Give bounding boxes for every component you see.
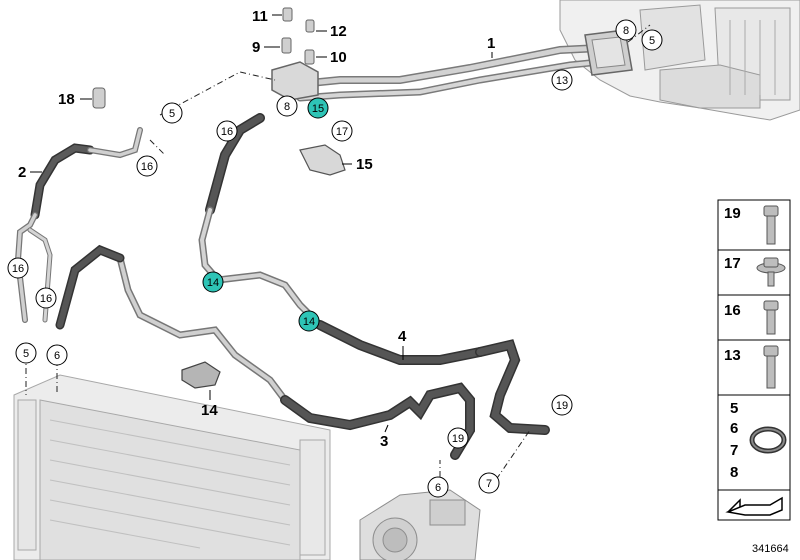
bracket-14 (181, 361, 221, 389)
callout-17: 17 (336, 126, 348, 138)
label-3: 3 (380, 433, 388, 450)
valve-core-parts (281, 7, 315, 65)
bolt-19-icon (763, 205, 779, 245)
callout-16-center: 16 (221, 126, 233, 138)
callout-8-mid: 8 (284, 101, 290, 113)
callout-16-far-left: 16 (12, 263, 24, 275)
callout-14-upper: 14 (207, 277, 219, 289)
label-12: 12 (330, 23, 347, 40)
callout-13: 13 (556, 75, 568, 87)
callout-6-compressor: 6 (435, 482, 441, 494)
hose-2 (14, 127, 143, 323)
expansion-valve-block (584, 29, 633, 76)
bolt-13-icon (763, 345, 779, 389)
part-number-labels: 1 2 3 4 9 10 11 12 14 15 18 (18, 8, 495, 450)
legend-17: 17 (724, 255, 741, 272)
label-2: 2 (18, 164, 26, 181)
label-9: 9 (252, 39, 260, 56)
nut-17-icon (756, 257, 786, 287)
callout-5-radiator: 5 (23, 348, 29, 360)
label-10: 10 (330, 49, 347, 66)
label-4: 4 (398, 328, 407, 345)
callout-5-mid: 5 (169, 108, 175, 120)
hose-4 (198, 113, 550, 435)
direction-arrow-icon (725, 496, 783, 516)
label-14: 14 (201, 402, 218, 419)
legend-13: 13 (724, 347, 741, 364)
callout-19-center: 19 (452, 433, 464, 445)
part-18-sensor (92, 87, 106, 109)
ac-compressor (359, 489, 481, 560)
legend-6: 6 (730, 420, 738, 437)
callout-16-left: 16 (141, 161, 153, 173)
clip-15 (299, 144, 346, 176)
legend-8: 8 (730, 464, 738, 481)
legend-19: 19 (724, 205, 741, 222)
legend-16: 16 (724, 302, 741, 319)
line-1-fitting (271, 61, 319, 101)
label-15: 15 (356, 156, 373, 173)
label-1: 1 (487, 35, 495, 52)
callout-6-radiator: 6 (54, 350, 60, 362)
legend-7: 7 (730, 442, 738, 459)
hose-3 (55, 244, 475, 460)
callout-5-top: 5 (649, 35, 655, 47)
callout-7-compressor: 7 (486, 478, 492, 490)
pipe-1-suction-line (286, 44, 604, 102)
condenser-radiator (13, 374, 331, 560)
callout-14-lower: 14 (303, 316, 315, 328)
legend-5: 5 (730, 400, 738, 417)
callout-15-highlight: 15 (312, 103, 324, 115)
circle-callouts: 8 5 13 5 8 15 16 17 16 14 14 16 16 5 6 1… (7, 19, 663, 498)
bolt-16-icon (763, 300, 779, 335)
label-18: 18 (58, 91, 75, 108)
label-11: 11 (252, 8, 268, 25)
o-ring-icon (749, 426, 787, 454)
callout-19-right: 19 (556, 400, 568, 412)
callout-8-top: 8 (623, 25, 629, 37)
callout-16-radiator: 16 (40, 293, 52, 305)
fastener-legend: 19 17 16 13 5 6 7 8 (717, 199, 791, 521)
diagram-number: 341664 (752, 543, 789, 555)
